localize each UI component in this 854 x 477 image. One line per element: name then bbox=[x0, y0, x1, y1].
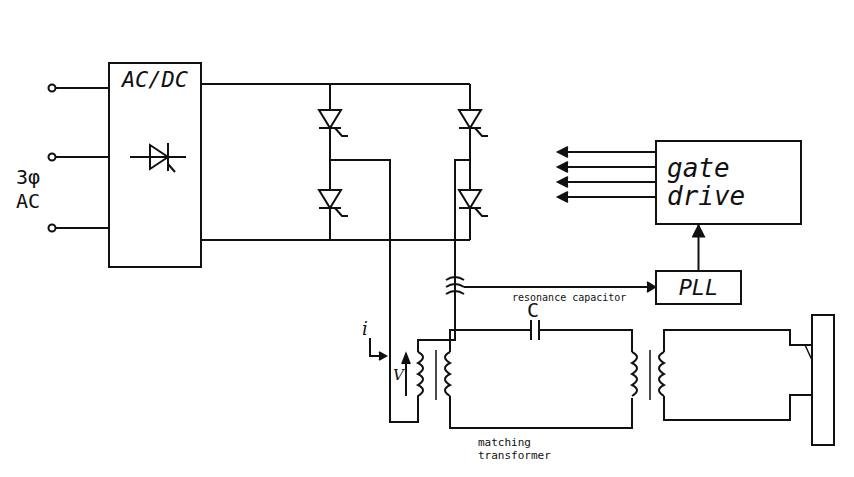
gate-drive-box: gate drive bbox=[655, 140, 802, 225]
box-text: AC/DC bbox=[114, 68, 196, 91]
capacitor-symbol-label: C bbox=[527, 298, 547, 322]
phase-input-label: 3φ AC bbox=[16, 165, 66, 213]
box-text: gate drive bbox=[667, 155, 790, 210]
signal-arrow bbox=[698, 225, 700, 270]
voltage-label: V bbox=[393, 366, 407, 384]
pll-box: PLL bbox=[655, 270, 742, 305]
box-text: PLL bbox=[661, 276, 736, 299]
rectifier-box: AC/DC bbox=[108, 62, 202, 268]
current-label: i bbox=[362, 318, 378, 339]
transformer-label: matching transformer bbox=[478, 436, 578, 462]
